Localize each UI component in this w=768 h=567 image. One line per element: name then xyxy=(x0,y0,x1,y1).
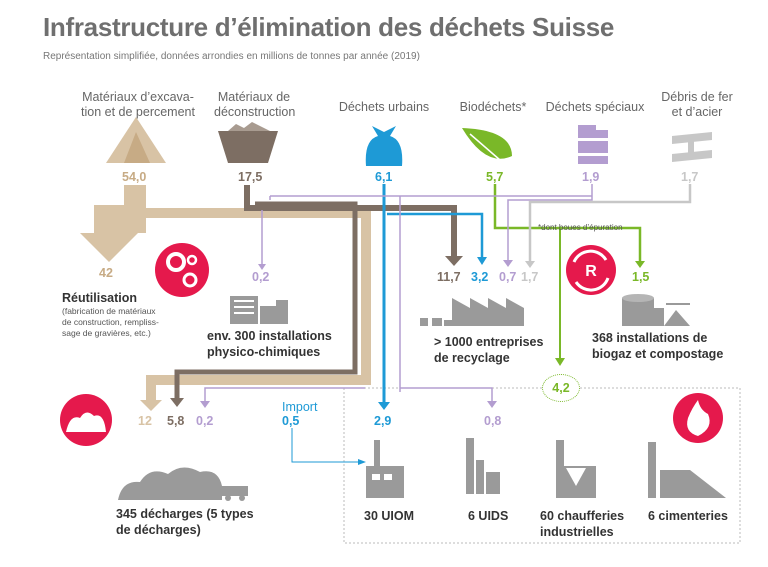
leaf-icon xyxy=(462,128,512,161)
footnote: *dont boues d’épuration xyxy=(538,223,623,232)
flow-deconstruction-recycling xyxy=(244,185,457,256)
value-landfill-deconstruction: 5,8 xyxy=(167,414,185,428)
flow-excavation-landfill xyxy=(146,208,371,400)
label-excavation: Matériaux d’excava-tion et de percement xyxy=(81,90,195,119)
value-speciaux: 1,9 xyxy=(582,170,600,184)
label-urbains: Déchets urbains xyxy=(338,100,430,114)
chaufferie-icon xyxy=(556,440,596,498)
value-deconstruction: 17,5 xyxy=(238,170,263,184)
flow-speciaux-landfill xyxy=(204,387,365,402)
reuse-caption: Réutilisation (fabrication de matériaux … xyxy=(62,291,159,338)
mountain-icon xyxy=(106,117,166,163)
barrel-icon xyxy=(578,125,608,164)
cimenteries-caption: 6 cimenteries xyxy=(648,509,728,523)
value-uids: 0,8 xyxy=(484,414,502,428)
value-physico: 0,2 xyxy=(252,270,270,284)
physico-plant-icon xyxy=(230,296,288,324)
svg-text:R: R xyxy=(585,263,597,280)
steel-beam-icon xyxy=(672,132,712,162)
value-recycling-speciaux: 0,7 xyxy=(499,270,517,284)
uiom-caption: 30 UIOM xyxy=(364,509,415,523)
value-fer: 1,7 xyxy=(681,170,699,184)
page-title: Infrastructure d’élimination des déchets… xyxy=(43,12,615,42)
value-biodechets: 5,7 xyxy=(486,170,504,184)
import-label: Import xyxy=(282,400,318,414)
skip-container-icon xyxy=(218,122,278,163)
cement-plant-icon xyxy=(648,442,726,498)
biogas-plant-icon xyxy=(622,294,690,326)
fire-icon xyxy=(673,393,723,443)
label-biodechets: Biodéchets* xyxy=(459,100,527,114)
value-urbains: 6,1 xyxy=(375,170,393,184)
value-excavation: 54,0 xyxy=(122,170,147,184)
label-speciaux: Déchets spéciaux xyxy=(545,100,645,114)
uids-caption: 6 UIDS xyxy=(468,509,509,523)
value-landfill-speciaux: 0,2 xyxy=(196,414,214,428)
landfill-heap-icon xyxy=(118,467,248,501)
recycling-factory-icon xyxy=(420,298,524,326)
value-landfill-excavation: 12 xyxy=(138,414,152,428)
value-biogas: 1,5 xyxy=(632,270,650,284)
subtitle: Représentation simplifiée, données arron… xyxy=(43,51,420,62)
flow-import xyxy=(291,428,360,463)
recycle-icon: R xyxy=(566,245,616,295)
flow-bio-incineration xyxy=(495,227,561,360)
value-recycling-deconstruction: 11,7 xyxy=(437,270,461,284)
flow-speciaux-lines xyxy=(269,184,593,402)
import-value: 0,5 xyxy=(282,414,300,428)
flow-urbains-recycling xyxy=(387,212,484,258)
value-recycling-urbains: 3,2 xyxy=(471,270,489,284)
uiom-plant-icon xyxy=(366,440,404,498)
flow-bio-biogas xyxy=(493,184,642,262)
landfill-icon xyxy=(60,394,112,446)
value-recycling-fer: 1,7 xyxy=(521,270,539,284)
uids-plant-icon xyxy=(466,438,500,494)
flow-excavation-reuse xyxy=(80,185,146,262)
value-to-incineration: 4,2 xyxy=(542,374,580,402)
value-reuse: 42 xyxy=(99,266,113,280)
flow-deconstruction-landfill xyxy=(174,201,358,398)
trash-bag-icon xyxy=(365,126,403,166)
value-uiom: 2,9 xyxy=(374,414,392,428)
gears-icon xyxy=(155,243,209,297)
flow-fer-recycling xyxy=(528,184,692,262)
